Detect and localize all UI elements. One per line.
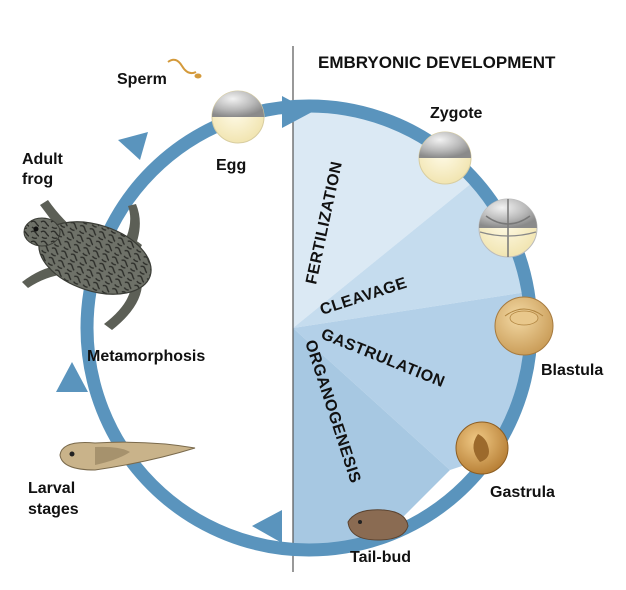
arrowhead-upper-left-icon bbox=[118, 132, 148, 160]
section-title: EMBRYONIC DEVELOPMENT bbox=[318, 53, 556, 72]
wedge-cleavage bbox=[293, 160, 525, 328]
metamorphosis-label: Metamorphosis bbox=[87, 348, 205, 365]
sperm-label: Sperm bbox=[117, 71, 167, 88]
cleavage-embryo-icon bbox=[478, 198, 538, 258]
egg-label: Egg bbox=[216, 157, 246, 174]
zygote-icon bbox=[418, 131, 472, 185]
arrowhead-left-icon bbox=[56, 362, 88, 392]
tailbud-embryo-icon bbox=[347, 509, 409, 541]
adult-frog-label-line2: frog bbox=[22, 171, 53, 188]
gastrula-icon bbox=[455, 421, 509, 475]
egg-icon bbox=[211, 90, 265, 144]
tailbud-label: Tail-bud bbox=[350, 549, 411, 566]
larval-stages-label-line1: Larval bbox=[28, 480, 75, 497]
frog-icon bbox=[22, 200, 152, 330]
arrowhead-bottom-icon bbox=[252, 510, 282, 543]
tadpole-icon bbox=[59, 441, 196, 471]
sperm-icon bbox=[167, 58, 202, 79]
larval-stages-label-line2: stages bbox=[28, 501, 79, 518]
blastula-label: Blastula bbox=[541, 362, 603, 379]
zygote-label: Zygote bbox=[430, 105, 483, 122]
arrowhead-top-icon bbox=[282, 96, 312, 128]
gastrula-label: Gastrula bbox=[490, 484, 555, 501]
adult-frog-label-line1: Adult bbox=[22, 151, 64, 168]
wedge-organogenesis bbox=[293, 328, 450, 544]
blastula-icon bbox=[494, 296, 554, 356]
